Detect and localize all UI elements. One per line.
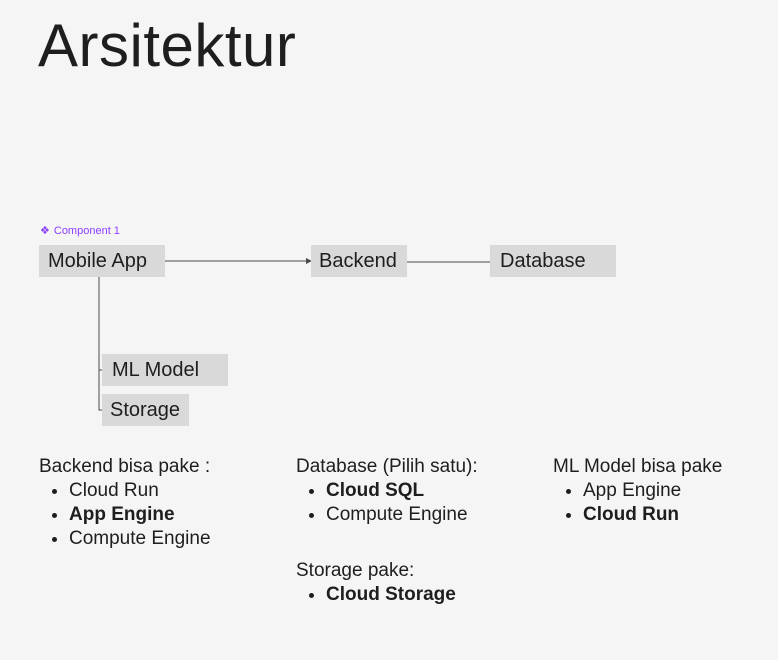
list-item: Cloud SQL	[326, 479, 478, 503]
list-item: Compute Engine	[326, 503, 478, 527]
ml-model-notes: ML Model bisa pake App Engine Cloud Run	[553, 455, 722, 527]
ml-model-notes-heading: ML Model bisa pake	[553, 456, 723, 477]
component-label[interactable]: ❖ Component 1	[40, 224, 120, 238]
backend-notes: Backend bisa pake : Cloud Run App Engine…	[39, 455, 211, 551]
storage-options-list: Cloud Storage	[296, 583, 456, 607]
storage-notes-heading: Storage pake:	[296, 560, 415, 581]
list-item: App Engine	[583, 479, 722, 503]
node-storage[interactable]: Storage	[102, 394, 189, 426]
database-notes: Database (Pilih satu): Cloud SQL Compute…	[296, 455, 478, 527]
component-icon: ❖	[40, 225, 50, 237]
node-ml-model[interactable]: ML Model	[102, 354, 228, 386]
list-item: Cloud Storage	[326, 583, 456, 607]
node-mobile-app[interactable]: Mobile App	[39, 245, 165, 277]
list-item: App Engine	[69, 503, 211, 527]
ml-model-options-list: App Engine Cloud Run	[553, 479, 722, 527]
list-item: Compute Engine	[69, 527, 211, 551]
node-backend[interactable]: Backend	[311, 245, 407, 277]
page-title: Arsitektur	[38, 12, 297, 79]
storage-notes: Storage pake: Cloud Storage	[296, 559, 456, 607]
component-label-text: Component 1	[53, 224, 120, 237]
backend-notes-heading: Backend bisa pake :	[39, 456, 211, 477]
list-item: Cloud Run	[69, 479, 211, 503]
list-item: Cloud Run	[583, 503, 722, 527]
database-options-list: Cloud SQL Compute Engine	[296, 479, 478, 527]
node-database[interactable]: Database	[490, 245, 616, 277]
database-notes-heading: Database (Pilih satu):	[296, 456, 478, 477]
backend-options-list: Cloud Run App Engine Compute Engine	[39, 479, 211, 551]
